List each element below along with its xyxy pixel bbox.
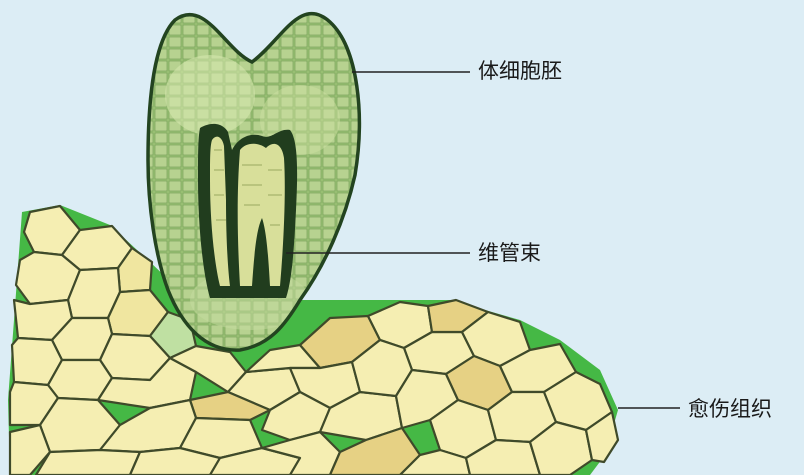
label-vascular-bundle: 维管束 (478, 243, 541, 264)
vascular-bundle-core (210, 137, 285, 286)
label-callus: 愈伤组织 (688, 399, 772, 420)
callus-cell (36, 450, 140, 475)
label-somatic-embryo: 体细胞胚 (478, 61, 562, 82)
